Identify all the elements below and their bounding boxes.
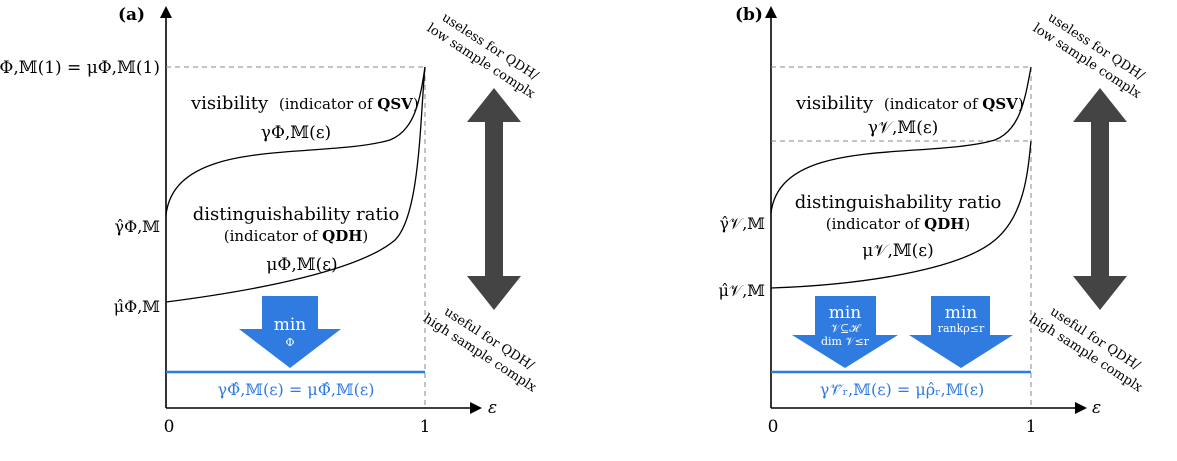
panel-a-min-arrow [239, 296, 341, 368]
panel-b-gamma-hat: γ̂𝒱,𝕄 [719, 214, 765, 233]
panel-b-mu-curve-label: μ𝒱,𝕄(ε) [862, 241, 934, 261]
panel-a-visibility-paren-open: (indicator of [279, 95, 377, 113]
panel-a-x-var: ε [488, 398, 497, 418]
panel-b-visibility-paren-open: (indicator of [884, 95, 982, 113]
panel-b-useful-text: useful for QDH/ high sample complx [1026, 304, 1145, 395]
panel-a-min-label: min [274, 315, 307, 335]
panel-b-dist-title: distinguishability ratio [795, 192, 1002, 213]
panel-b-gamma-curve [770, 66, 1032, 214]
panel-a-dist-paren-open: (indicator of [224, 227, 322, 245]
panel-b-double-arrow [1073, 88, 1127, 310]
panel-a-useful-text: useful for QDH/ high sample complx [420, 304, 539, 395]
panel-b-min1-label: min [829, 303, 862, 323]
panel-a-blue-line-label: γΦ̂,𝕄(ε) = μΦ̂,𝕄(ε) [218, 380, 375, 399]
panel-a-visibility-word: visibility [190, 93, 269, 114]
panel-a-y-top-label: γΦ,𝕄(1) = μΦ,𝕄(1) [0, 58, 160, 78]
panel-b-gamma-curve-label: γ𝒱,𝕄(ε) [868, 118, 939, 138]
panel-a-gamma-hat: γ̂Φ,𝕄 [115, 217, 160, 236]
panel-b-dist-bold: QDH [924, 215, 964, 233]
panel-a-visibility-bold: QSV [377, 95, 413, 113]
panel-b-visibility-word: visibility [795, 93, 874, 114]
panel-b-min2-sub: rankρ≤r [938, 322, 985, 335]
panel-a-gamma-curve [165, 66, 426, 216]
panel-b-min-arrow-1 [792, 296, 898, 368]
panel-a-mu-hat: μ̂Φ,𝕄 [114, 297, 160, 316]
panel-a-x0: 0 [164, 417, 175, 437]
panel-b-mu-curve [770, 140, 1032, 289]
panel-a-dist-paren-close: ) [362, 227, 368, 245]
panel-a-gamma-curve-label: γΦ,𝕄(ε) [261, 123, 331, 143]
panel-b-min-arrow-2 [909, 296, 1013, 368]
panel-b-x-var: ε [1092, 398, 1101, 418]
panel-b-tag: (b) [735, 5, 763, 25]
panel-a-useless-text: useless for QDH/ low sample complx [424, 10, 541, 102]
panel-a-visibility: visibility (indicator of QSV) [190, 93, 419, 114]
panel-a-visibility-paren-close: ) [413, 95, 419, 113]
panel-b-dist-paren: (indicator of QDH) [826, 215, 971, 233]
panel-b-visibility: visibility (indicator of QSV) [795, 93, 1024, 114]
panel-b-dist-paren-open: (indicator of [826, 215, 924, 233]
panel-a-dist-title: distinguishability ratio [193, 204, 400, 225]
panel-a-mu-curve-label: μΦ,𝕄(ε) [266, 255, 337, 275]
panel-b-min2-label: min [945, 303, 978, 323]
panel-b-useless-text: useless for QDH/ low sample complx [1030, 10, 1147, 102]
panel-b-visibility-bold: QSV [982, 95, 1018, 113]
panel-b-visibility-paren-close: ) [1018, 95, 1024, 113]
panel-b-blue-line-label: γ𝒱̂ᵣ,𝕄(ε) = μρ̂ᵣ,𝕄(ε) [820, 380, 985, 399]
panel-b-mu-hat: μ̂𝒱,𝕄 [718, 281, 765, 300]
panel-b-dist-paren-close: ) [964, 215, 970, 233]
panel-a: (a) min Φ γΦ,𝕄(1) = μΦ,𝕄(1) γ̂Φ,𝕄 μ̂Φ,𝕄 … [0, 5, 541, 437]
panel-a-min-sub: Φ [285, 336, 294, 349]
panel-b-min1-sub2: dim 𝒱≤r [821, 335, 870, 348]
panel-a-mu-curve [165, 66, 426, 303]
panel-b-min1-sub: 𝒱⊆ℋ [831, 322, 862, 335]
panel-a-double-arrow [467, 88, 521, 310]
panel-a-tag: (a) [118, 5, 145, 25]
panel-a-dist-bold: QDH [322, 227, 362, 245]
panel-a-x1: 1 [420, 417, 431, 437]
panel-b-x1: 1 [1026, 417, 1037, 437]
panel-a-dist-paren: (indicator of QDH) [224, 227, 369, 245]
panel-b-x0: 0 [768, 417, 779, 437]
panel-b: (b) min 𝒱⊆ℋ dim 𝒱≤r min rankρ≤r γ̂𝒱,𝕄 μ̂… [718, 5, 1147, 437]
